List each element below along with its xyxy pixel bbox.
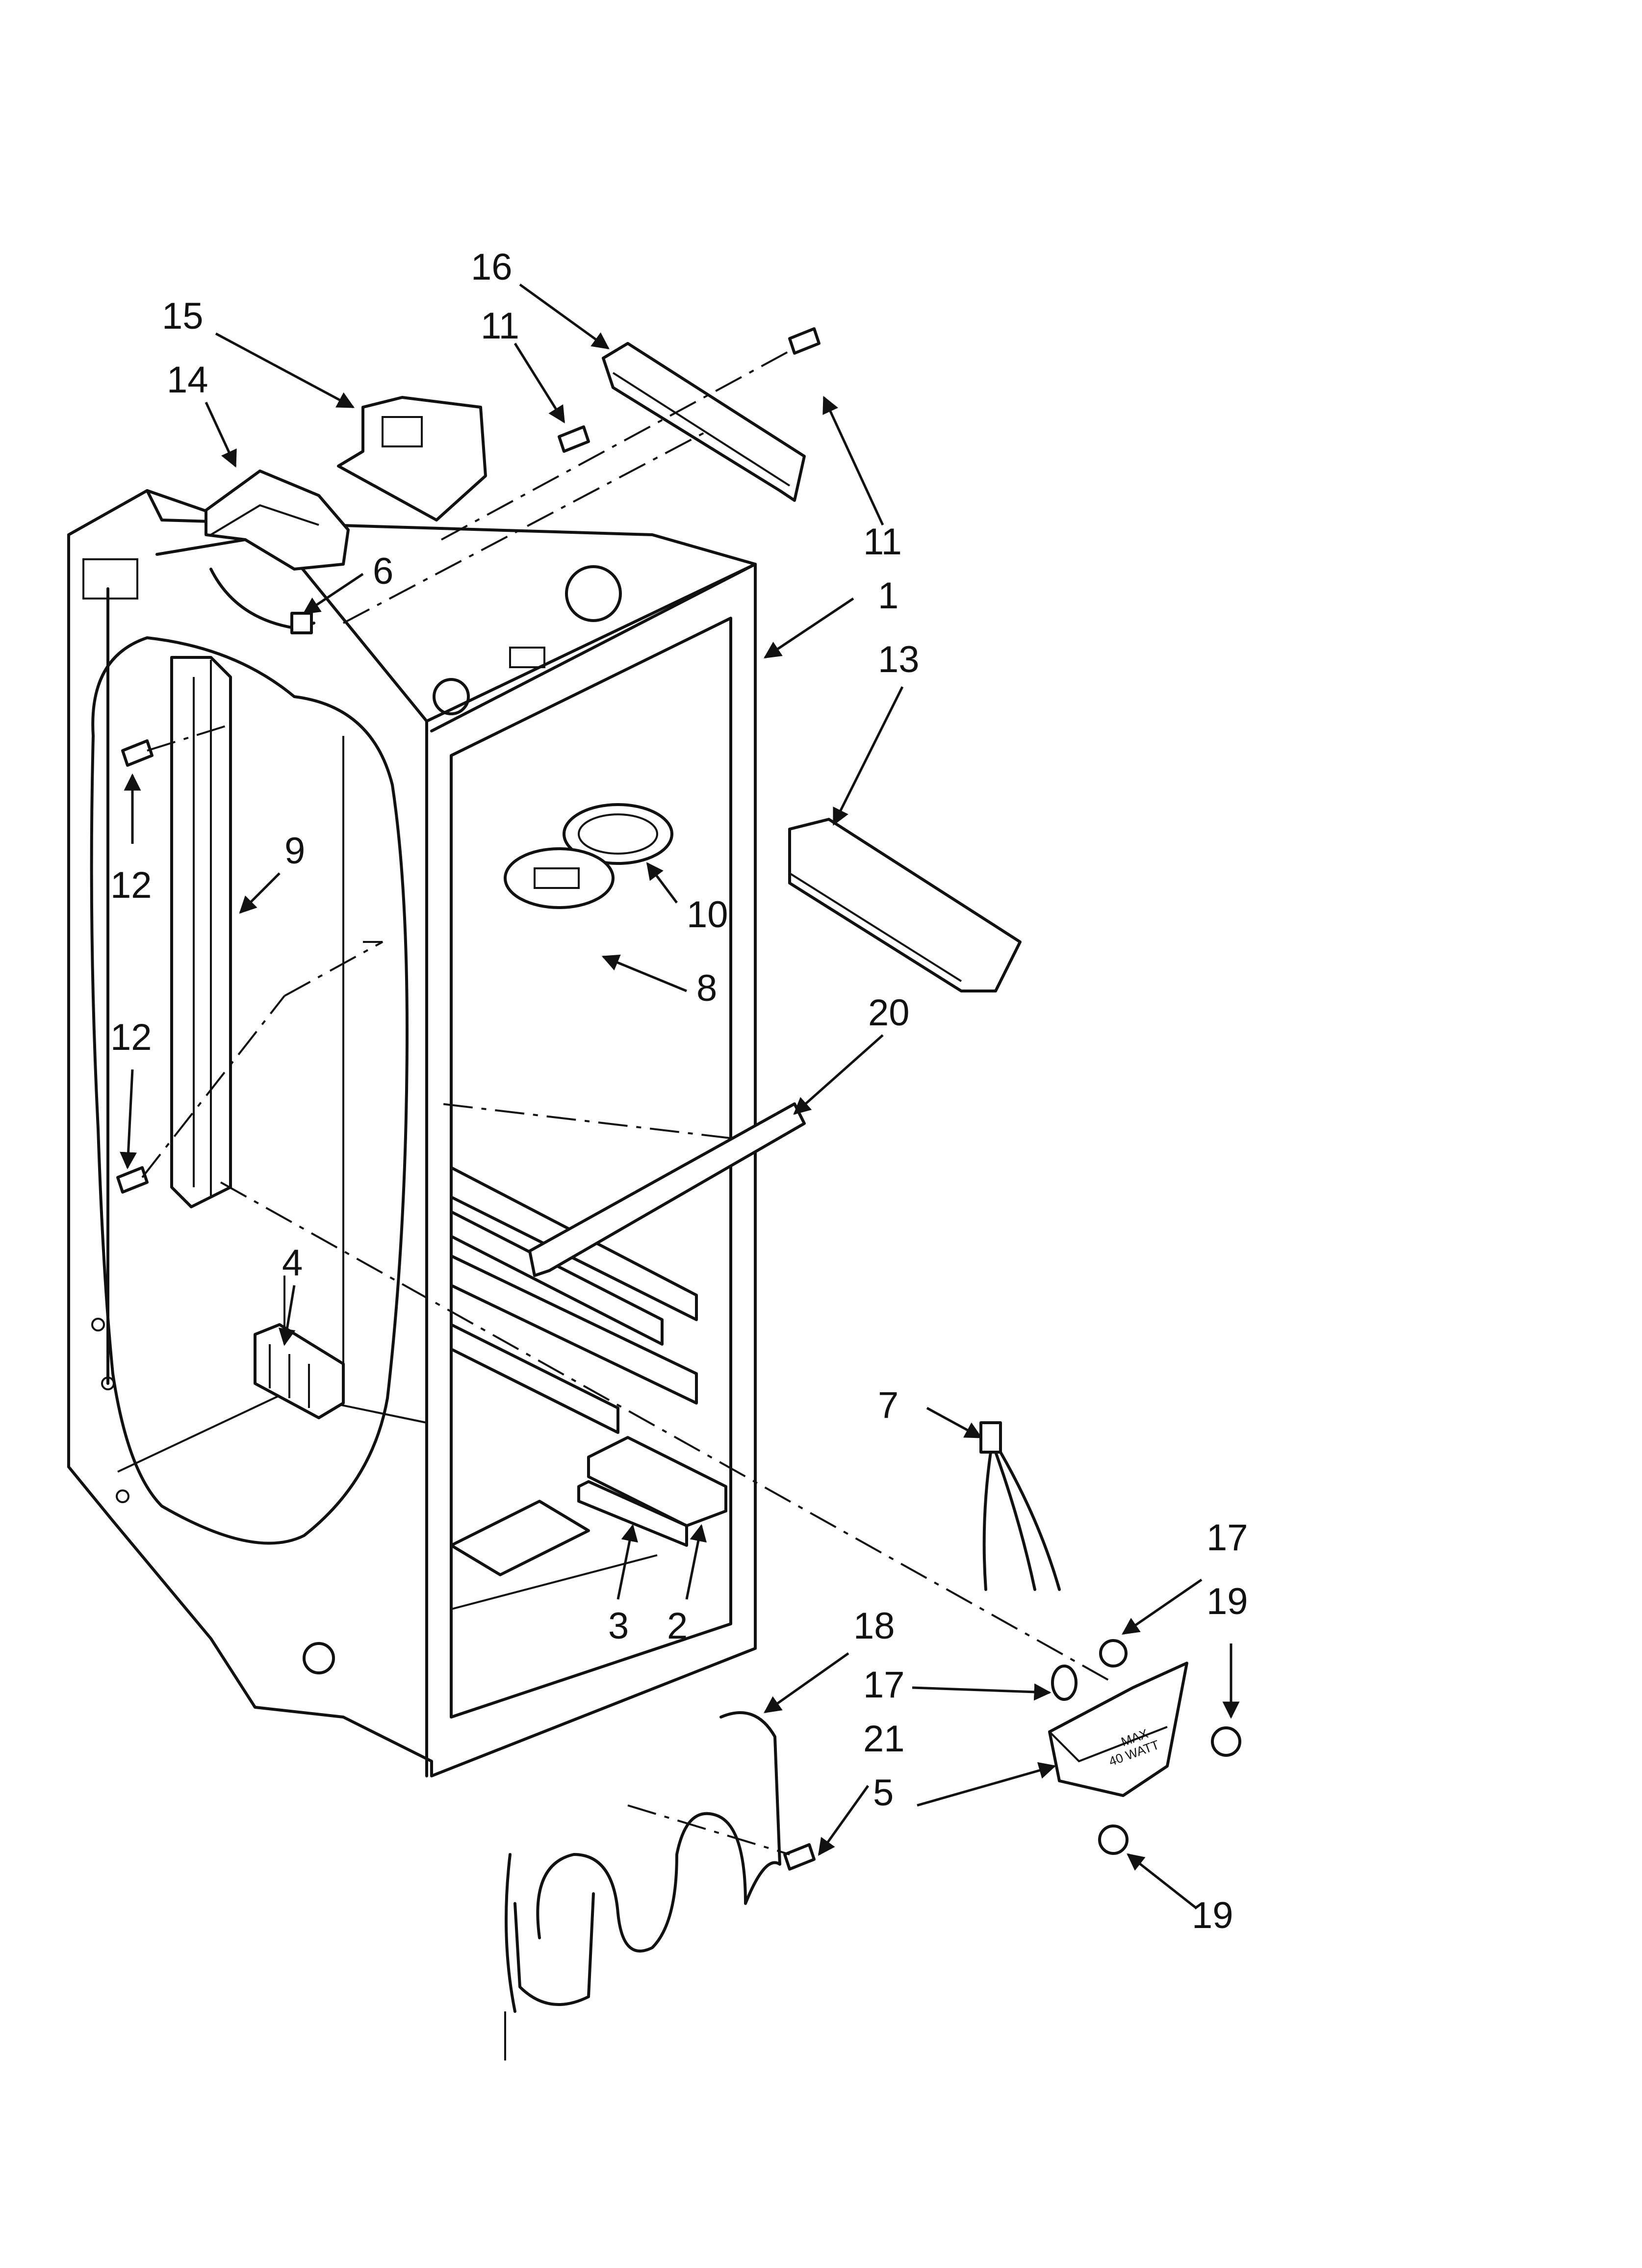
clip-17-upper [1099,1639,1128,1668]
callout-11-top: 11 [481,305,519,347]
lower-vent-grille [254,1323,345,1419]
callout-1: 1 [878,575,898,617]
screw-11-left [558,425,590,453]
screw-12-upper [121,739,154,767]
push-pin-19-upper [1211,1726,1241,1757]
callout-15: 15 [162,295,204,337]
alignment-line [343,431,707,624]
screw-21 [783,1843,816,1871]
callout-17-lower: 17 [863,1664,905,1706]
screw-11-right [788,327,821,355]
callout-18: 18 [853,1605,895,1647]
alignment-line [147,725,226,752]
shelf-ladder-bracket [170,656,232,1208]
callout-17-upper: 17 [1206,1517,1248,1559]
crisper-cover [788,818,1022,992]
alignment-line [220,1181,1114,1684]
shelf-crossbar [528,1102,806,1277]
callout-8: 8 [696,967,717,1009]
callout-19-upper: 19 [1206,1581,1248,1622]
control-cover [337,396,487,521]
callout-6: 6 [373,550,393,592]
callout-11-right: 11 [863,521,902,563]
push-pin-19-lower [1098,1825,1129,1855]
alignment-line [441,1103,731,1139]
callout-3: 3 [608,1605,629,1647]
control-housing [205,469,350,571]
lamp-socket: MAX 40 WATT [1048,1662,1188,1797]
top-rail [602,342,806,502]
callout-9: 9 [284,830,305,872]
alignment-line [141,995,285,1178]
callout-10: 10 [687,894,728,936]
clip-17-lower [1051,1665,1078,1701]
bracket-2 [587,1436,727,1527]
air-vent-grille [563,803,673,865]
screw-12-lower [116,1166,149,1194]
callout-14: 14 [167,359,208,401]
callout-21: 21 [863,1718,905,1760]
callout-5: 5 [873,1772,894,1814]
callout-13: 13 [878,639,920,680]
callout-4: 4 [282,1242,303,1284]
wire-connector [290,612,313,634]
wire-harness [209,568,315,629]
callout-7: 7 [878,1384,898,1426]
alignment-line [441,347,795,541]
refrigerator-liner [67,489,757,1777]
lamp-wire-harness [979,1421,1061,1591]
callout-16: 16 [471,246,513,288]
alignment-line [284,941,383,997]
callout-12-upper: 12 [110,864,152,906]
alignment-line [627,1804,790,1855]
callout-19-lower: 19 [1192,1895,1233,1936]
air-vent-cover [504,847,615,909]
defrost-heater [504,1711,781,2060]
callout-20: 20 [868,992,910,1034]
callout-12-lower: 12 [110,1017,152,1058]
bracket-3 [577,1480,688,1547]
callout-2: 2 [667,1605,688,1647]
